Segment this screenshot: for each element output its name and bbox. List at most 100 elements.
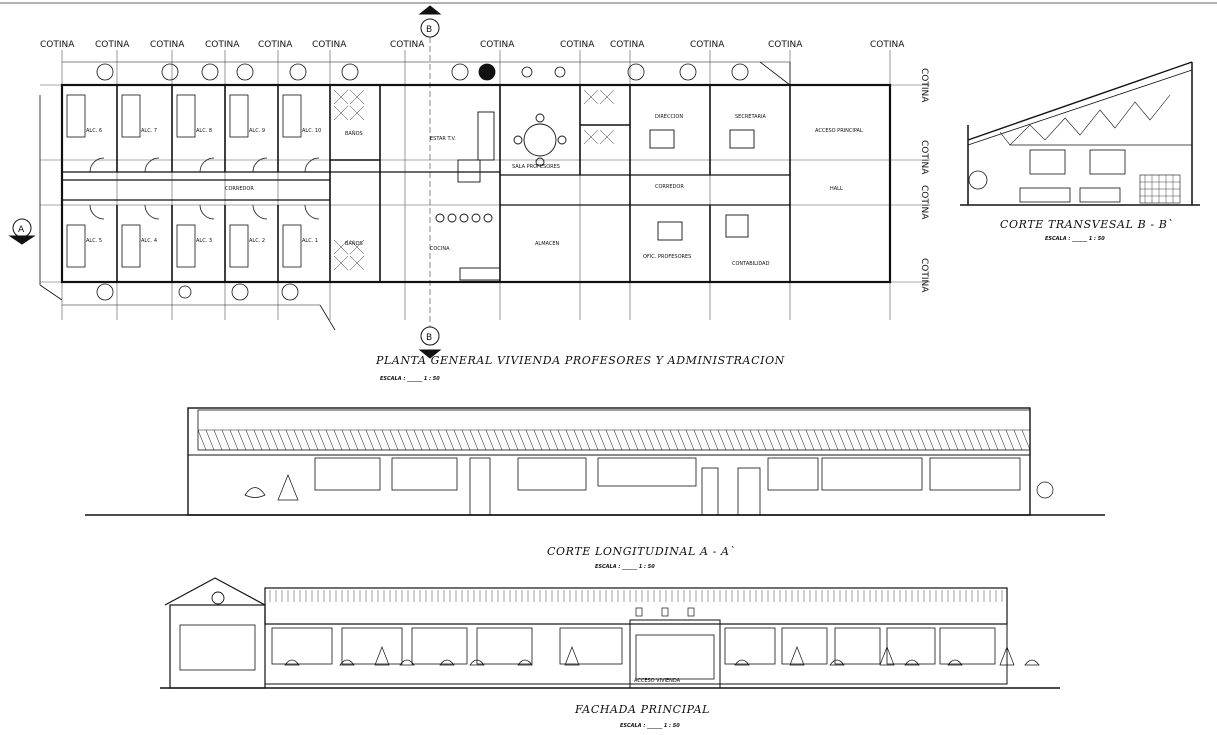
facade-plants <box>284 646 1040 666</box>
truss-member <box>741 429 751 451</box>
truss-member <box>997 429 1007 451</box>
room-label-alc5: ALC. 5 <box>86 238 102 244</box>
axis-labels-top: COTINA COTINA COTINA COTINA COTINA COTIN… <box>40 40 905 50</box>
room-label-cocina: COCINA <box>430 246 450 252</box>
axis-label: COTINA <box>205 40 240 50</box>
truss-member <box>637 429 647 451</box>
truss-member <box>781 429 791 451</box>
room-label-alc2: ALC. 2 <box>249 238 265 244</box>
axis-label: COTINA <box>870 40 905 50</box>
truss-member <box>909 429 919 451</box>
truss-member <box>525 429 535 451</box>
truss-member <box>973 429 983 451</box>
truss-member <box>821 429 831 451</box>
truss-member <box>621 429 631 451</box>
truss-member <box>1013 429 1023 451</box>
truss-member <box>501 429 511 451</box>
room-label-alc3: ALC. 3 <box>196 238 212 244</box>
truss-member <box>789 429 799 451</box>
truss-member <box>981 429 991 451</box>
truss-member <box>269 429 279 451</box>
truss-member <box>357 429 367 451</box>
truss-member <box>861 429 871 451</box>
truss-member <box>373 429 383 451</box>
section-bb-title: CORTE TRANSVESAL B - B` <box>1000 218 1174 231</box>
truss-member <box>693 429 703 451</box>
truss-member <box>229 429 239 451</box>
truss-member <box>437 429 447 451</box>
landscape-plants <box>96 63 749 301</box>
truss-member <box>557 429 567 451</box>
truss-member <box>613 429 623 451</box>
section-marker-b-label: B <box>426 333 432 343</box>
truss-member <box>925 429 935 451</box>
truss-member <box>285 429 295 451</box>
axis-label: COTINA <box>919 140 929 175</box>
facade-scale: ESCALA : ______ 1 : 50 <box>620 723 680 729</box>
room-label-estar: ESTAR T.V. <box>430 136 456 142</box>
section-aa-scale: ESCALA : ______ 1 : 50 <box>595 564 655 570</box>
truss-member <box>853 429 863 451</box>
section-marker-b-bottom: B <box>418 326 442 359</box>
truss-member <box>429 429 439 451</box>
room-label-alc7: ALC. 7 <box>141 128 157 134</box>
room-label-contabilidad: CONTABILIDAD <box>732 261 770 267</box>
truss-member <box>365 429 375 451</box>
truss-member <box>645 429 655 451</box>
axis-label: COTINA <box>768 40 803 50</box>
room-label-alc6: ALC. 6 <box>86 128 102 134</box>
axis-label: COTINA <box>919 185 929 220</box>
truss-member <box>325 429 335 451</box>
grid-axes <box>40 50 930 320</box>
truss-member <box>221 429 231 451</box>
truss-member <box>445 429 455 451</box>
truss-member <box>597 429 607 451</box>
truss-member <box>261 429 271 451</box>
truss-member <box>685 429 695 451</box>
truss-member <box>349 429 359 451</box>
room-label-direccion: DIRECCION <box>655 114 683 120</box>
section-aa: CORTE LONGITUDINAL A - A` ESCALA : _____… <box>85 407 1105 570</box>
truss-member <box>277 429 287 451</box>
truss-member <box>701 429 711 451</box>
truss-member <box>845 429 855 451</box>
truss-member <box>197 429 207 451</box>
room-label-acceso-principal: ACCESO PRINCIPAL <box>815 128 863 134</box>
room-label-corredor: CORREDOR <box>225 186 254 192</box>
truss-member <box>573 429 583 451</box>
room-label-almacen: ALMACEN <box>535 241 560 247</box>
truss-member <box>757 429 767 451</box>
truss-member <box>957 429 967 451</box>
truss-member <box>453 429 463 451</box>
truss-member <box>237 429 247 451</box>
facade-title: FACHADA PRINCIPAL <box>574 703 710 716</box>
outer-wall <box>60 83 892 284</box>
truss-member <box>1005 429 1015 451</box>
truss-member <box>749 429 759 451</box>
truss-member <box>717 429 727 451</box>
truss-member <box>829 429 839 451</box>
axis-label: COTINA <box>312 40 347 50</box>
room-label-banos-top: BAÑOS <box>345 130 363 137</box>
section-aa-title: CORTE LONGITUDINAL A - A` <box>547 545 736 558</box>
axis-label: COTINA <box>560 40 595 50</box>
truss-member <box>301 429 311 451</box>
plan-title: PLANTA GENERAL VIVIENDA PROFESORES Y ADM… <box>375 354 785 367</box>
truss-member <box>773 429 783 451</box>
truss-member <box>389 429 399 451</box>
truss-member <box>989 429 999 451</box>
room-label-corredor-admin: CORREDOR <box>655 184 684 190</box>
truss-member <box>485 429 495 451</box>
truss-member <box>549 429 559 451</box>
truss-member <box>677 429 687 451</box>
room-label-ofic-profesores: OFIC. PROFESORES <box>643 254 691 260</box>
truss-member <box>797 429 807 451</box>
room-label-secretaria: SECRETARIA <box>735 114 766 120</box>
truss-member <box>1021 429 1031 451</box>
axis-label: COTINA <box>95 40 130 50</box>
truss-member <box>917 429 927 451</box>
axis-label: COTINA <box>480 40 515 50</box>
truss-member <box>533 429 543 451</box>
truss-member <box>493 429 503 451</box>
